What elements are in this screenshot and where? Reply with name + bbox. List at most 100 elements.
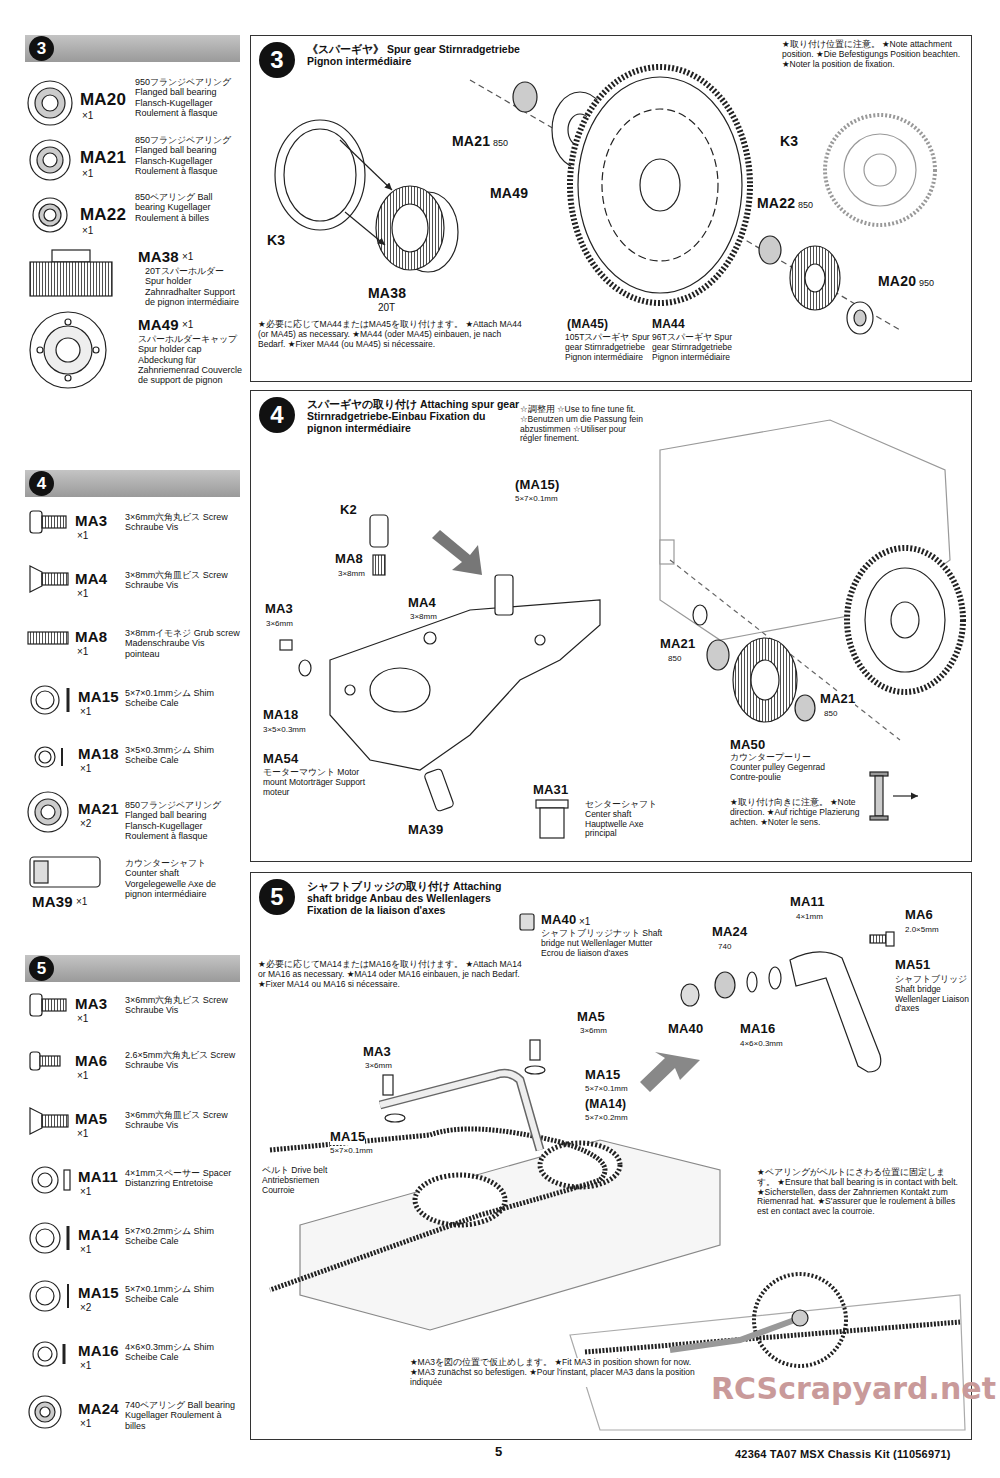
part-description: シャフトブリッジ Shaft bridge Wellenlager Liaiso…	[895, 975, 970, 1014]
part-description: 5×7×0.2mmシム Shim Scheibe Cale	[125, 1226, 240, 1247]
spur-gear-drawing	[275, 67, 935, 334]
part-code: (MA14)	[585, 1098, 626, 1112]
part-code: K3	[780, 133, 798, 149]
part-description: ×1	[80, 1186, 91, 1198]
part-description: ×1	[77, 1128, 88, 1140]
part-description: 3×8mm	[338, 569, 365, 578]
part-description: 850フランジベアリング Flanged ball bearing Flansc…	[125, 800, 240, 841]
part-code: MA24	[78, 1400, 119, 1417]
part-description: ☆調整用 ☆Use to fine tune fit. ☆Benutzen um…	[520, 405, 645, 444]
part-description: ×2	[80, 1302, 91, 1314]
part-description: 850ベアリング Ball bearing Kugellager Rouleme…	[135, 192, 243, 223]
part-description: ×1	[80, 706, 91, 718]
part-description: 5×7×0.1mm	[330, 1146, 373, 1155]
part-code: MA14	[78, 1226, 119, 1243]
part-code: MA16	[740, 1022, 775, 1037]
part-code: MA31	[533, 783, 568, 798]
part-description: ★取り付け向きに注意。 ★Note direction. ★Auf richti…	[730, 798, 860, 827]
part-description: 4×6×0.3mm	[740, 1039, 783, 1048]
part-description: ×1	[77, 1013, 88, 1025]
quantity-or-size: ×1	[182, 319, 193, 331]
part-code: MA8	[335, 552, 363, 567]
part-description: 4×1mm	[796, 912, 823, 921]
part-code: MA22	[80, 205, 126, 225]
part-description: ×1	[77, 646, 88, 658]
quantity-or-size: 850	[493, 138, 508, 148]
part-description: 2.6×5mm六角丸ビス Screw Schraube Vis	[125, 1050, 240, 1071]
part-description: ×1	[77, 588, 88, 600]
part-code: MA15	[78, 688, 119, 705]
part-description: ★必要に応じてMA44またはMA45を取り付けます。 ★Attach MA44 …	[258, 320, 528, 349]
part-code: MA22	[757, 195, 795, 211]
part-code: MA3	[363, 1045, 391, 1060]
quantity-or-size: ×1	[182, 251, 193, 263]
part-description: 5×7×0.1mmシム Shim Scheibe Cale	[125, 688, 240, 709]
part-description: スパーホルダーキャップ Spur holder cap Abdeckung fü…	[138, 334, 243, 386]
part-code: MA40	[668, 1022, 703, 1037]
part-description: 3×6mm	[580, 1026, 607, 1035]
part-description: ×1	[77, 530, 88, 542]
step-title: シャフトブリッジの取り付け Attaching shaft bridge Anb…	[307, 880, 522, 916]
part-code: MA21	[452, 133, 490, 149]
part-code: MA18	[263, 708, 298, 723]
step-number: 5	[29, 956, 54, 981]
part-code: MA21	[80, 148, 126, 168]
part-description: カウンターシャフト Counter shaft Vorgelegewelle A…	[125, 858, 240, 899]
part-code: MA11	[78, 1168, 118, 1185]
step-number: 4	[29, 471, 54, 496]
part-description: 3×6mm六角丸ビス Screw Schraube Vis	[125, 995, 240, 1016]
part-description: ★取り付け位置に注意。 ★Note attachment position. ★…	[782, 40, 962, 69]
part-description: 5×7×0.1mm	[585, 1084, 628, 1093]
quantity-or-size: ×1	[579, 916, 590, 928]
part-code: MA16	[78, 1342, 119, 1359]
part-code: MA5	[75, 1110, 107, 1127]
part-description: 2.0×5mm	[905, 925, 939, 934]
part-description: ×1	[82, 110, 93, 122]
part-description: 3×8mm六角皿ビス Screw Schraube Vis	[125, 570, 240, 591]
part-description: ×1	[77, 1070, 88, 1082]
part-description: ×1	[82, 225, 93, 237]
step-title: 《スパーギヤ》 Spur gear Stirnradgetriebe Pigno…	[307, 43, 522, 67]
part-code: MA15	[330, 1130, 365, 1145]
part-description: 3×5×0.3mm	[263, 725, 306, 734]
part-description: 950フランジベアリング Flanged ball bearing Flansc…	[135, 77, 243, 118]
quantity-or-size: 850	[798, 200, 813, 210]
part-description: 20Tスパーホルダー Spur holder Zahnradhalter Sup…	[145, 266, 243, 307]
shaft-bridge-drawing	[270, 914, 965, 1430]
part-code: 42364 TA07 MSX Chassis Kit (11056971)	[735, 1448, 951, 1461]
part-description: 5×7×0.1mmシム Shim Scheibe Cale	[125, 1284, 240, 1305]
step-title: スパーギヤの取り付け Attaching spur gear Stirnradg…	[307, 398, 522, 434]
part-description: ★必要に応じてMA14またはMA16を取り付けます。 ★Attach MA14 …	[258, 960, 528, 989]
part-description: 3×6mm六角皿ビス Screw Schraube Vis	[125, 1110, 240, 1131]
part-code: MA49	[490, 185, 528, 201]
part-description: ×2	[80, 818, 91, 830]
parts-header-band: 3	[25, 35, 240, 62]
step-number: 4	[259, 397, 295, 433]
part-description: モーターマウント Motor mount Motorträger Support…	[263, 768, 373, 797]
part-description: 4×6×0.3mmシム Shim Scheibe Cale	[125, 1342, 240, 1363]
part-code: (MA45)	[567, 318, 608, 332]
part-code: MA21	[820, 692, 855, 707]
part-description: 5×7×0.2mm	[585, 1113, 628, 1122]
part-description: 20T	[378, 302, 395, 314]
part-description: 105Tスパーギヤ Spur gear Stirnradgetriebe Pig…	[565, 333, 650, 362]
part-code: MA39	[408, 823, 443, 838]
part-description: ×1	[80, 1418, 91, 1430]
part-code: MA38	[138, 248, 179, 265]
part-code: MA24	[712, 925, 747, 940]
step-number: 3	[29, 36, 54, 61]
part-code: MA39	[32, 893, 73, 910]
part-description: ★MA3を図の位置で仮止めします。 ★Fit MA3 in position s…	[410, 1358, 700, 1387]
part-code: MA51	[895, 958, 930, 973]
part-code: MA15	[78, 1284, 119, 1301]
step-number: 5	[259, 879, 295, 915]
part-description: ★ベアリングがベルトにさわる位置に固定します。 ★Ensure that bal…	[757, 1168, 962, 1217]
part-description: ベルト Drive belt Antriebsriemen Courroie	[262, 1166, 342, 1195]
step-number: 3	[259, 42, 295, 78]
part-description: 3×8mm	[410, 612, 437, 621]
part-description: 3×6mm六角丸ビス Screw Schraube Vis	[125, 512, 240, 533]
part-code: MA3	[75, 995, 107, 1012]
part-code: MA6	[905, 908, 933, 923]
part-code: K3	[267, 232, 285, 248]
